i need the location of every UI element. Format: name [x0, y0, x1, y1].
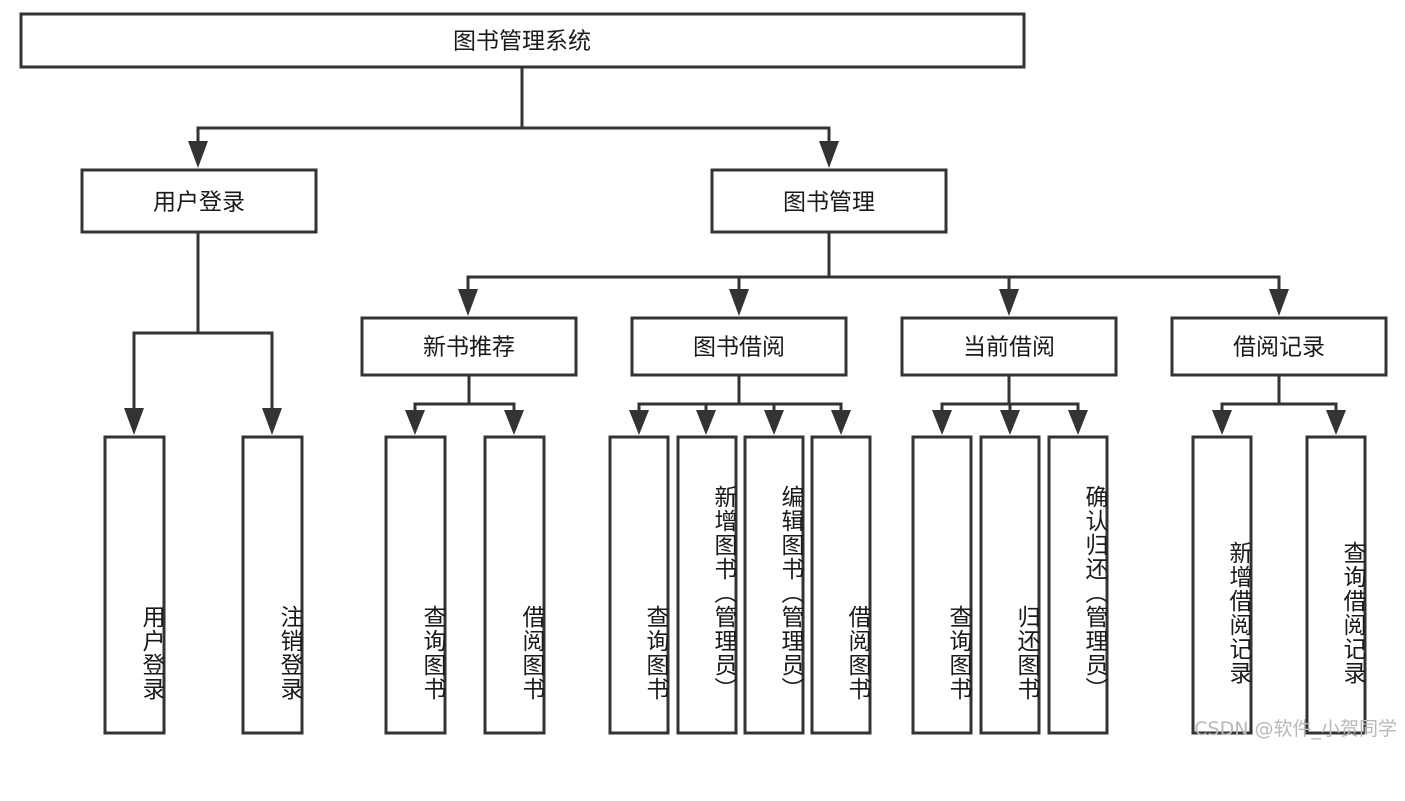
arrow-book-mgmt-to-new-book: [458, 289, 478, 316]
node-book-borrow[interactable]: [630, 316, 848, 377]
node-borrow-record-label: 借阅记录: [1233, 335, 1325, 361]
node-borrow-record[interactable]: [1170, 316, 1388, 377]
leaf-new-book-2[interactable]: [483, 435, 546, 735]
leaf-borrow-record-1[interactable]: [1191, 435, 1253, 735]
node-current-borrow-label: 当前借阅: [963, 335, 1055, 361]
arrow-book-mgmt-to-book-borrow: [729, 289, 749, 316]
node-root-label: 图书管理系统: [453, 29, 591, 55]
leaf-book-borrow-3[interactable]: [743, 435, 805, 735]
leaf-user-login-2[interactable]: [241, 435, 304, 735]
arrow-new-book-leaf1: [405, 410, 425, 435]
leaf-book-borrow-1[interactable]: [608, 435, 670, 735]
arrow-book-borrow-leaf2: [696, 410, 716, 435]
node-user-login-label: 用户登录: [153, 190, 245, 216]
arrow-borrow-record-leaf1: [1212, 410, 1232, 435]
node-root[interactable]: [19, 12, 1026, 69]
leaf-current-borrow-3[interactable]: [1047, 435, 1109, 735]
arrow-root-to-user-login: [188, 141, 208, 168]
node-new-book-recommend-label: 新书推荐: [423, 335, 515, 361]
arrow-book-borrow-leaf1: [629, 410, 649, 435]
node-book-management[interactable]: [710, 168, 948, 234]
watermark-text: CSDN @软件_小贺同学: [1194, 718, 1397, 740]
arrow-current-borrow-leaf2: [1000, 410, 1020, 435]
arrow-book-mgmt-to-current-borrow: [999, 289, 1019, 316]
arrow-current-borrow-leaf3: [1068, 410, 1088, 435]
arrow-new-book-leaf2: [504, 410, 524, 435]
node-book-borrow-label: 图书借阅: [693, 335, 785, 361]
arrow-user-login-leaf1: [124, 408, 144, 435]
diagram-canvas: 图书管理系统 用户登录 图书管理 新书推荐: [19, 12, 1388, 735]
leaf-current-borrow-2[interactable]: [979, 435, 1041, 735]
arrow-current-borrow-leaf1: [932, 410, 952, 435]
arrow-borrow-record-leaf2: [1326, 410, 1346, 435]
node-new-book-recommend[interactable]: [360, 316, 578, 377]
leaf-new-book-1[interactable]: [384, 435, 447, 735]
node-current-borrow[interactable]: [900, 316, 1118, 377]
leaf-user-login-1[interactable]: [103, 435, 166, 735]
node-book-management-label: 图书管理: [783, 190, 875, 216]
leaf-borrow-record-2[interactable]: [1305, 435, 1367, 735]
leaf-book-borrow-4[interactable]: [810, 435, 872, 735]
flowchart-diagram: 图书管理系统 用户登录 图书管理 新书推荐: [19, 12, 1397, 740]
arrow-book-borrow-leaf4: [831, 410, 851, 435]
arrow-root-to-book-mgmt: [819, 141, 839, 168]
leaf-current-borrow-1[interactable]: [911, 435, 973, 735]
arrow-book-mgmt-to-borrow-record: [1269, 289, 1289, 316]
arrow-user-login-leaf2: [262, 408, 282, 435]
arrow-book-borrow-leaf3: [764, 410, 784, 435]
leaf-book-borrow-2[interactable]: [676, 435, 738, 735]
